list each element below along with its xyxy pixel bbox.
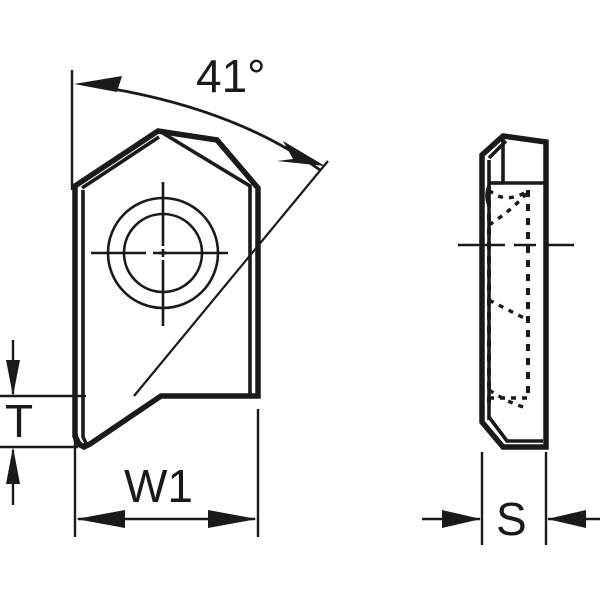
insert-top-left-chamfer-line bbox=[81, 135, 160, 190]
angle-dimension-group: 41° bbox=[70, 50, 325, 190]
width-arrowhead-right bbox=[208, 510, 257, 528]
side-bottom-chamfer-line bbox=[487, 415, 543, 443]
insert-side-outline bbox=[479, 133, 549, 450]
angle-reference-line bbox=[133, 160, 329, 397]
insert-front-outline bbox=[72, 128, 261, 451]
side-arrowhead-right bbox=[547, 510, 586, 528]
side-top-face-fold-line bbox=[501, 138, 546, 185]
thickness-arrowhead-upper bbox=[6, 360, 20, 396]
thickness-dimension-label: T bbox=[5, 395, 33, 447]
angle-dimension-label: 41° bbox=[196, 50, 266, 102]
insert-left-flank-inner-line bbox=[81, 190, 88, 444]
side-dimension-label: S bbox=[496, 493, 527, 545]
angle-arrowhead-left bbox=[74, 76, 122, 92]
width-dimension-group: W1 bbox=[73, 396, 260, 537]
side-hidden-chipbreaker-mid bbox=[488, 190, 530, 227]
width-arrowhead-left bbox=[76, 510, 125, 528]
front-view-group bbox=[72, 128, 329, 451]
side-hidden-chipbreaker-bottom bbox=[488, 388, 529, 410]
thickness-dimension-group: T bbox=[0, 340, 86, 505]
insert-top-right-chamfer-line bbox=[160, 130, 252, 396]
side-thickness-dimension-group: S bbox=[422, 452, 600, 545]
side-view-group bbox=[458, 133, 574, 450]
thickness-arrowhead-lower bbox=[6, 447, 20, 484]
angle-arrowhead-right bbox=[277, 141, 325, 166]
side-hidden-chipbreaker-lower bbox=[488, 298, 529, 322]
side-hidden-chipbreaker-upper bbox=[487, 188, 529, 200]
side-arrowhead-left bbox=[442, 510, 481, 528]
width-dimension-label: W1 bbox=[124, 460, 193, 512]
